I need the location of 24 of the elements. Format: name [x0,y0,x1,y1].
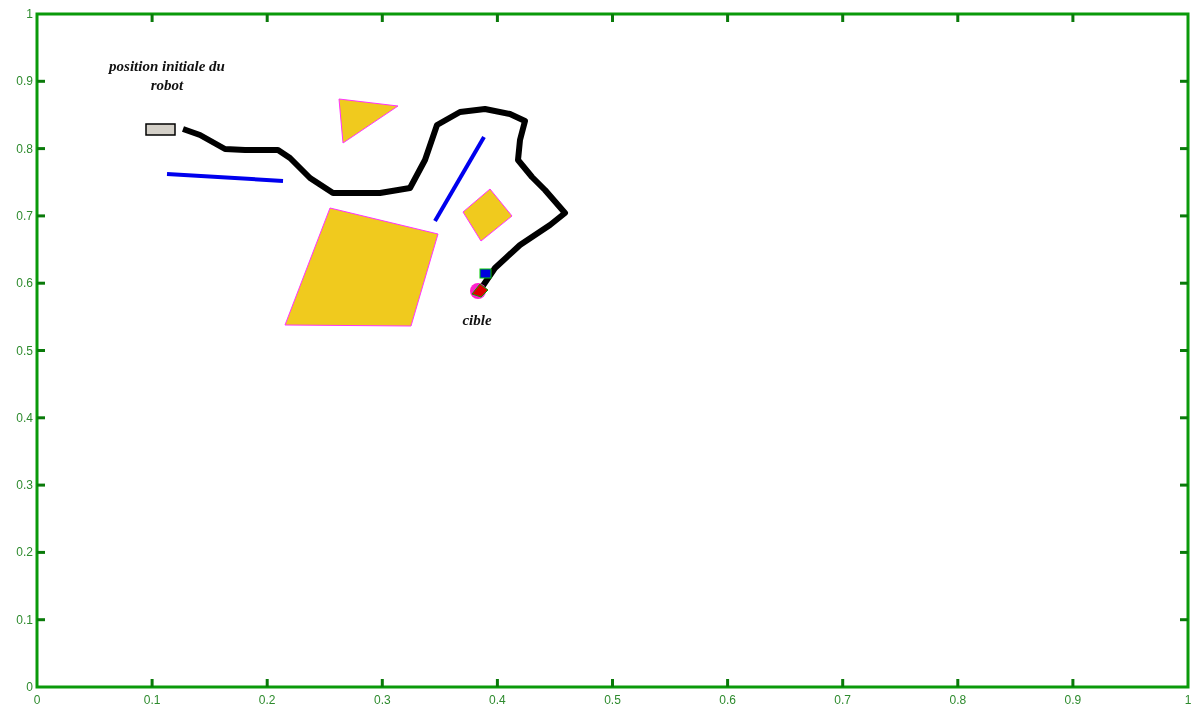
x-tick-label: 0.7 [834,693,852,707]
y-tick-label: 0.8 [16,141,33,156]
x-tick-label: 0.4 [489,693,506,707]
annotation-label: position initiale du robot [107,57,226,95]
y-tick-label: 0.7 [16,208,33,223]
x-tick-label: 0 [33,693,41,707]
y-tick-label: 0.6 [16,276,33,291]
x-tick-label: 0.2 [258,693,276,707]
y-tick-label: 0 [26,680,33,694]
y-tick-label: 0.3 [16,478,33,493]
y-tick-label: 0.1 [16,612,33,627]
y-tick-label: 1 [26,7,33,21]
y-tick-label: 0.4 [16,410,33,425]
annotation-label: cible [461,311,493,330]
y-tick-label: 0.5 [16,343,33,358]
y-tick-label: 0.9 [16,74,33,89]
x-tick-label: 0.6 [719,693,736,707]
x-tick-label: 0.8 [949,693,967,707]
x-tick-label: 0.5 [604,693,621,707]
x-tick-label: 1 [1184,693,1192,707]
x-tick-label: 0.9 [1064,693,1082,707]
y-tick-label: 0.2 [16,545,33,560]
x-tick-label: 0.3 [373,693,391,707]
x-tick-label: 0.1 [143,693,161,707]
